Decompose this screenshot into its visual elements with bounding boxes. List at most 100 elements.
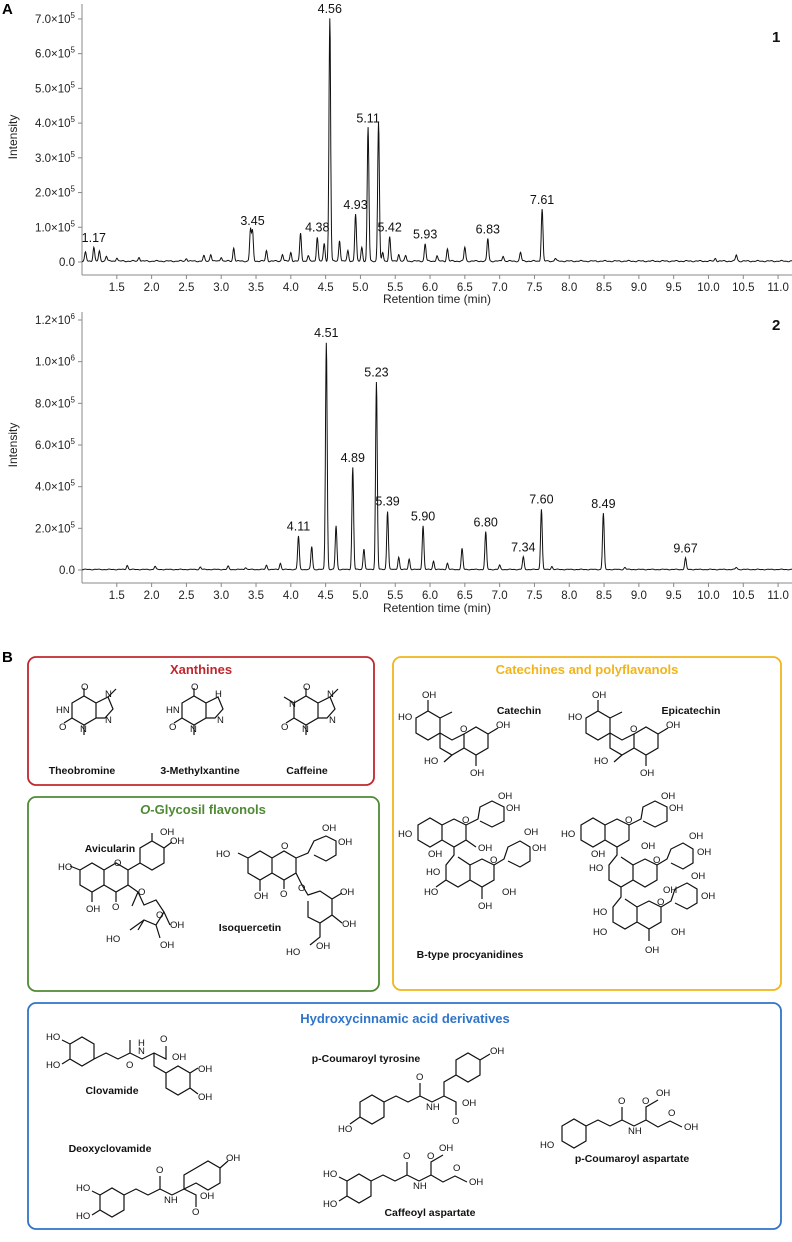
peak-label: 6.83 [476, 222, 500, 236]
deoxyclovamide-name: Deoxyclovamide [69, 1143, 152, 1155]
glycosil-title-italic: O [140, 802, 150, 817]
y-tick-label: 5.0×105 [35, 80, 76, 95]
y-tick-label: 3.0×105 [35, 150, 76, 165]
atom-label: OH [506, 803, 520, 814]
atom-label: O [490, 855, 497, 866]
glycosil-title-rest: -Glycosil flavonols [150, 802, 266, 817]
atom-label: OH [498, 791, 512, 802]
caffeoyl-aspartate-structure: HO HO O NH O OH O OH [323, 1143, 483, 1210]
atom-label: O [460, 724, 467, 735]
atom-label: N [327, 689, 334, 700]
atom-label: O [169, 722, 176, 733]
chart-2-y-ticks: 0.02.0×1054.0×1056.0×1058.0×1051.0×1061.… [35, 312, 82, 577]
methylxantine-name: 3-Methylxantine [160, 765, 240, 777]
xanthines-title: Xanthines [170, 662, 232, 677]
avicularin-structure: OH OH HO O O O OH OH OH HO O [58, 827, 184, 951]
atom-label: OH [170, 836, 184, 847]
atom-label: N [289, 699, 296, 710]
x-tick-label: 4.5 [318, 282, 334, 294]
x-tick-label: 4.5 [318, 590, 334, 602]
atom-label: HO [106, 934, 120, 945]
y-tick-label: 0.0 [59, 565, 75, 577]
chart-2-x-label: Retention time (min) [383, 601, 491, 615]
atom-label: OH [322, 823, 336, 834]
peak-label: 9.67 [673, 542, 697, 556]
hydroxycinnamic-box: Hydroxycinnamic acid derivatives HO HO O… [27, 1002, 782, 1230]
atom-label: N [105, 715, 112, 726]
x-tick-label: 5.0 [352, 590, 368, 602]
peak-label: 4.89 [341, 451, 365, 465]
atom-label: O [280, 889, 287, 900]
atom-label: O [81, 682, 88, 693]
x-tick-label: 2.5 [178, 590, 194, 602]
x-tick-label: 10.5 [732, 590, 754, 602]
atom-label: OH [338, 837, 352, 848]
atom-label: OH [532, 843, 546, 854]
atom-label: N [329, 715, 336, 726]
peak-label: 4.38 [305, 221, 329, 235]
x-tick-label: 7.0 [492, 282, 508, 294]
isoquercetin-structure: OH OH HO O O O OH OH OH OH HO [216, 823, 356, 958]
atom-label: O [126, 1060, 133, 1071]
atom-label: HO [594, 756, 608, 767]
x-tick-label: 8.5 [596, 590, 612, 602]
x-tick-label: 5.0 [352, 282, 368, 294]
atom-label: HO [46, 1060, 60, 1071]
atom-label: O [416, 1072, 423, 1083]
atom-label: O [59, 722, 66, 733]
atom-label: O [427, 1151, 434, 1162]
atom-label: HN [166, 705, 180, 716]
atom-label: O [618, 1096, 625, 1107]
atom-label: N [190, 724, 197, 735]
peak-label: 5.39 [375, 495, 399, 509]
atom-label: OH [160, 827, 174, 838]
peak-label: 4.11 [287, 520, 310, 534]
y-tick-label: 6.0×105 [35, 46, 76, 61]
y-tick-label: 8.0×105 [35, 395, 76, 410]
peak-label: 4.93 [343, 198, 367, 212]
atom-label: HO [398, 712, 412, 723]
atom-label: HN [56, 705, 70, 716]
catechin-structure: OH HO O OH OH HO [398, 690, 510, 779]
atom-label: NH [426, 1102, 440, 1113]
atom-label: OH [462, 1098, 476, 1109]
atom-label: N [302, 724, 309, 735]
peak-label: 5.90 [411, 509, 435, 523]
glycosil-frame [27, 796, 380, 992]
peak-label: 6.80 [474, 516, 498, 530]
methylxantine-structure: O HN O N H N [166, 682, 224, 735]
x-tick-label: 10.0 [697, 590, 719, 602]
atom-label: O [156, 1165, 163, 1176]
x-tick-label: 8.0 [561, 590, 577, 602]
atom-label: HO [216, 849, 230, 860]
chart-2-panel-number: 2 [772, 317, 780, 334]
atom-label: HO [561, 829, 575, 840]
panel-a-label: A [2, 1, 13, 18]
atom-label: OH [502, 887, 516, 898]
x-tick-label: 8.0 [561, 282, 577, 294]
y-tick-label: 7.0×105 [35, 11, 76, 26]
procyanidines-name: B-type procyanidines [417, 949, 524, 961]
atom-label: O [191, 682, 198, 693]
caffeoyl-aspartate-name: Caffeoyl aspartate [384, 1207, 475, 1219]
epicatechin-name: Epicatechin [662, 705, 721, 717]
atom-label: OH [640, 768, 654, 779]
atom-label: O [156, 910, 163, 921]
x-tick-label: 5.5 [387, 590, 403, 602]
atom-label: O [138, 887, 145, 898]
atom-label: OH [592, 690, 606, 701]
x-tick-label: 1.5 [109, 282, 125, 294]
atom-label: NH [164, 1195, 178, 1206]
chart-1-y-label: Intensity [6, 115, 20, 160]
atom-label: OH [701, 891, 715, 902]
atom-label: OH [645, 945, 659, 956]
x-tick-label: 5.5 [387, 282, 403, 294]
peak-label: 5.93 [413, 228, 437, 242]
atom-label: OH [691, 871, 705, 882]
atom-label: OH [160, 940, 174, 951]
atom-label: OH [254, 891, 268, 902]
